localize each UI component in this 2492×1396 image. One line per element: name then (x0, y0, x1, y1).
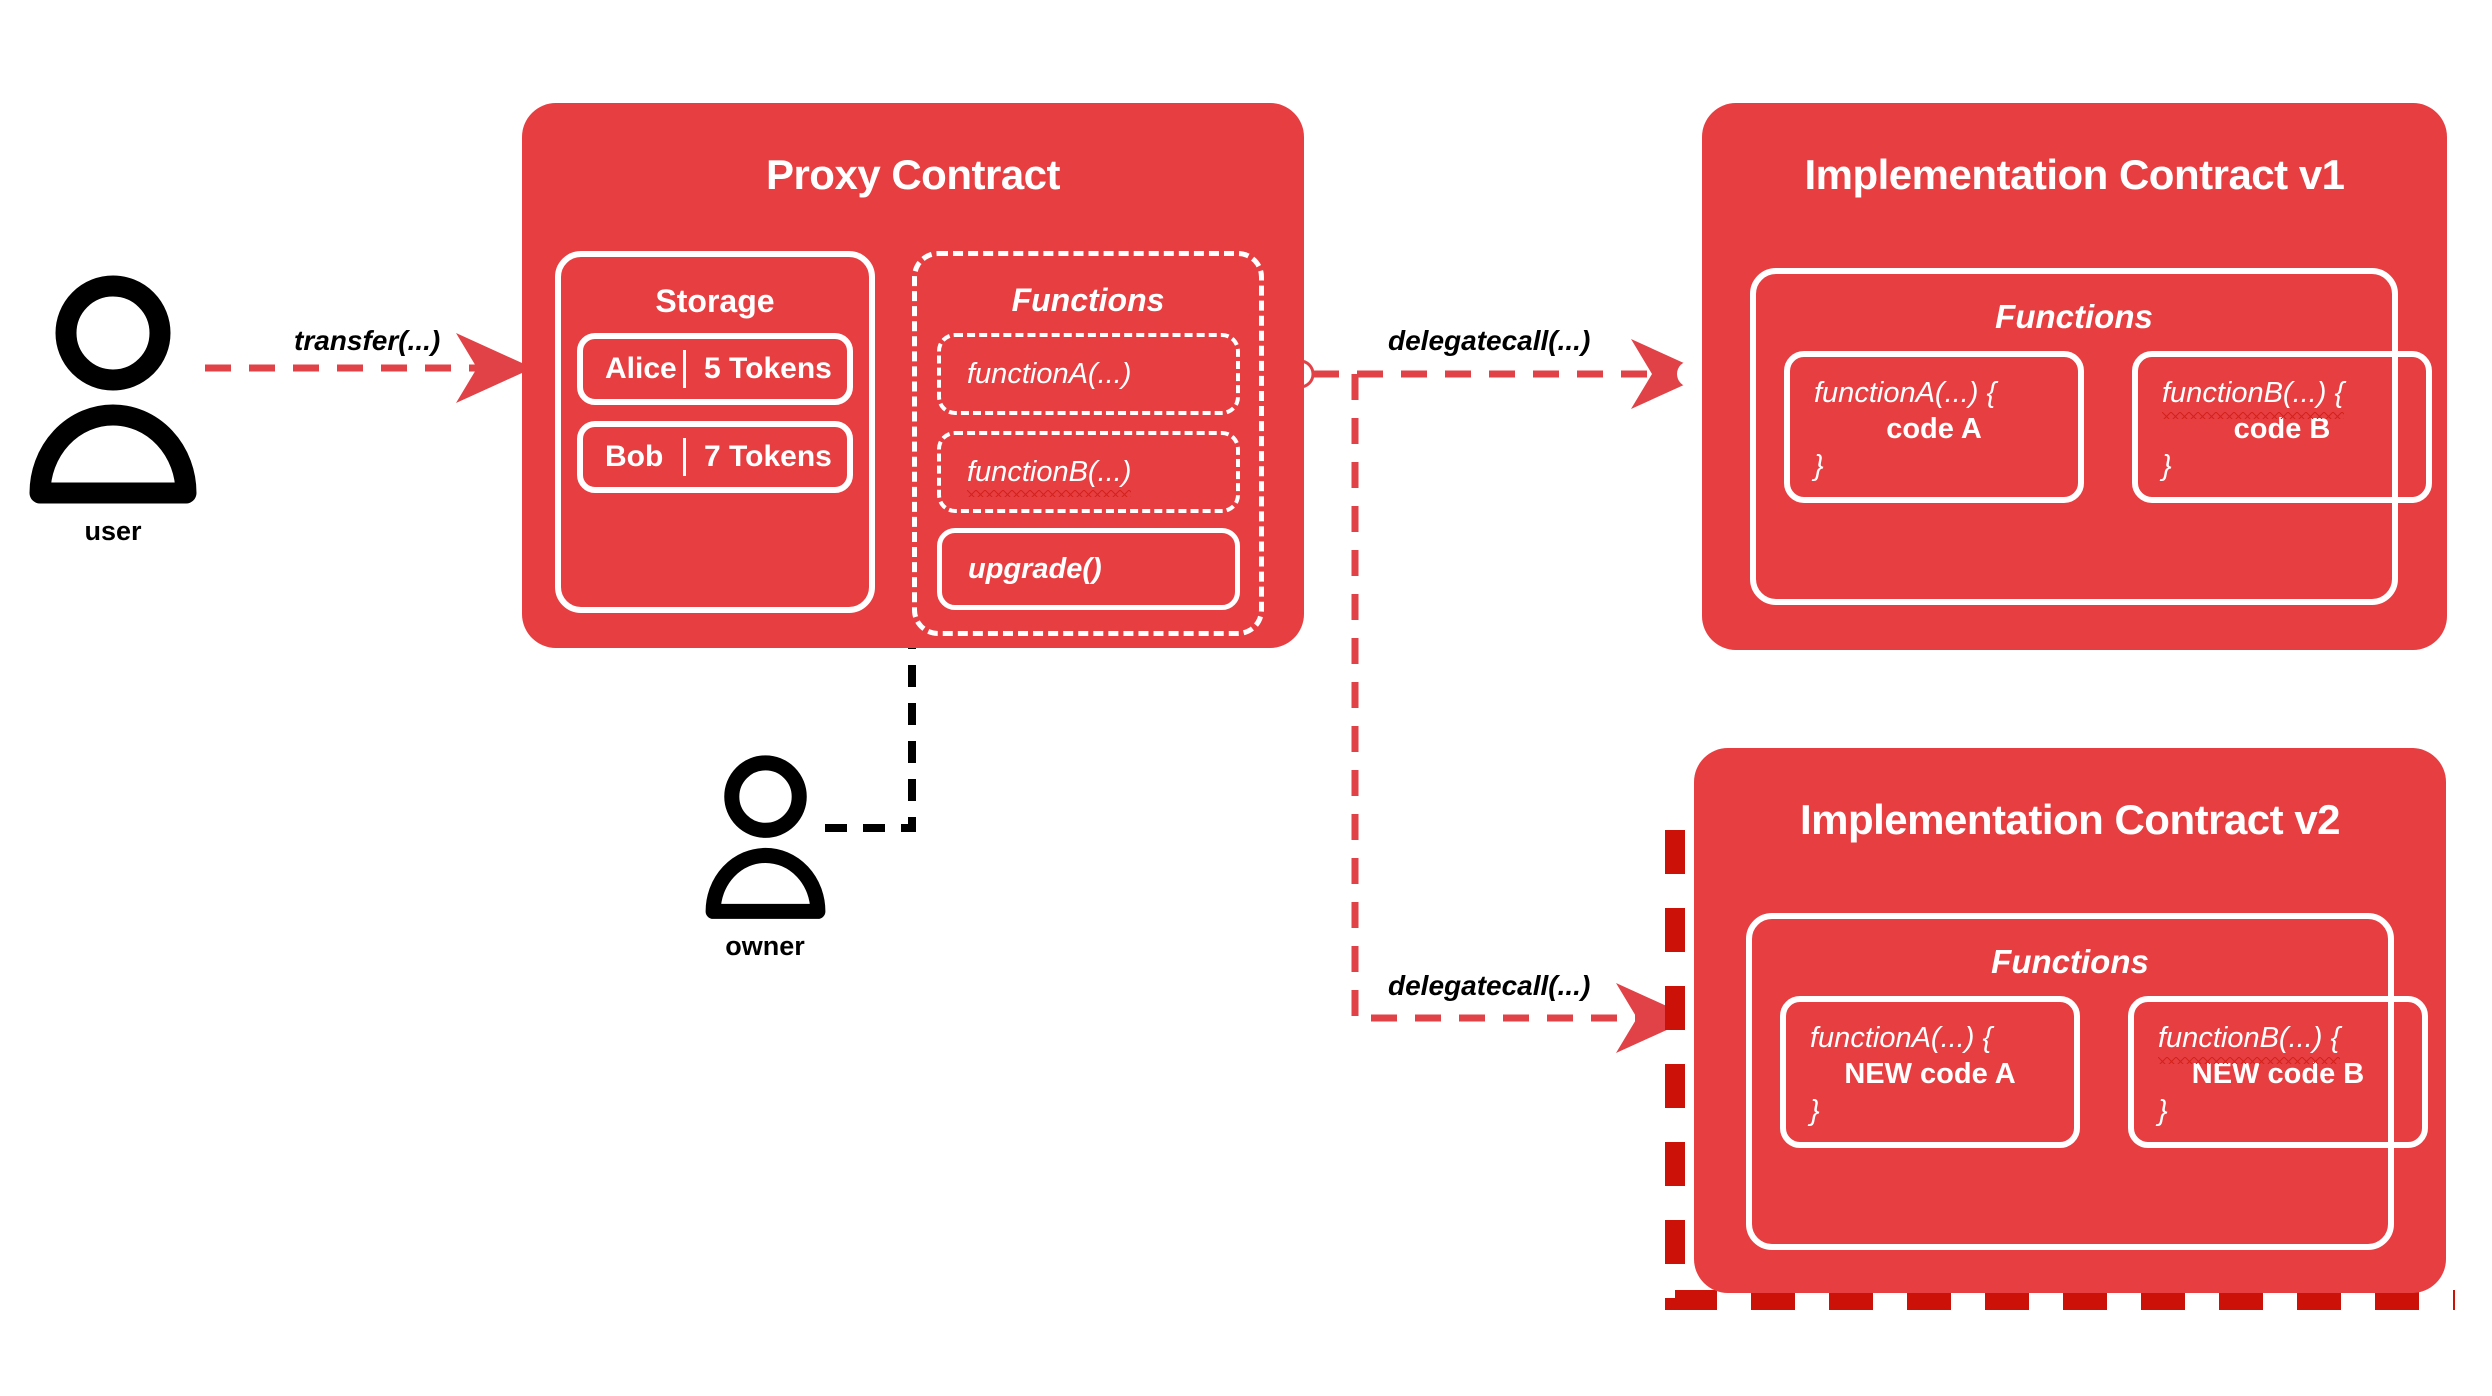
storage-row-value: 7 Tokens (704, 440, 832, 473)
v1-function-b-close: } (2162, 449, 2172, 482)
upgrade-function-label: upgrade() (968, 552, 1102, 585)
implementation-v1[interactable]: Implementation Contract v1 Functions fun… (1702, 103, 2447, 650)
person-icon (705, 755, 825, 919)
storage-row-name: Bob (605, 440, 664, 473)
storage-row-separator (683, 438, 686, 476)
v1-function-b-signature: functionB(...) { (2162, 375, 2426, 420)
proxy-functions-title: Functions (1011, 282, 1165, 318)
person-icon (29, 275, 197, 504)
actor-user-label: user (84, 516, 142, 546)
implementation-v1-title: Implementation Contract v1 (1804, 151, 2345, 198)
v2-functions-panel: Functions (1746, 913, 2394, 1250)
implementation-v2[interactable]: Implementation Contract v2 Functions fun… (1694, 748, 2446, 1293)
v1-function-a-body: code A (1886, 413, 1982, 446)
edge-label-delegatecall-v1: delegatecall(...) (1388, 325, 1591, 356)
storage-row-value: 5 Tokens (704, 352, 832, 385)
proxy-function-a[interactable]: functionA(...) (937, 333, 1240, 415)
v2-function-b[interactable]: functionB(...) { NEW code B } (2128, 996, 2428, 1148)
v2-function-a[interactable]: functionA(...) { NEW code A } (1780, 996, 2080, 1148)
upgrade-function[interactable]: upgrade() (937, 528, 1240, 610)
proxy-function-a-label: functionA(...) (967, 357, 1132, 390)
v2-function-b-close: } (2158, 1094, 2168, 1127)
v2-function-a-body: NEW code A (1844, 1058, 2016, 1091)
proxy-functions-panel: Functions (912, 251, 1264, 636)
edge-label-transfer: transfer(...) (294, 325, 441, 356)
proxy-function-b[interactable]: functionB(...) (937, 431, 1240, 513)
proxy-contract-title: Proxy Contract (765, 151, 1061, 198)
v2-functions-title: Functions (1991, 943, 2149, 980)
actor-user: user (18, 275, 208, 547)
storage-row-alice[interactable]: Alice 5 Tokens (577, 333, 853, 405)
v1-function-b[interactable]: functionB(...) { code B } (2132, 351, 2432, 503)
v1-entry-port (1677, 361, 1703, 387)
edge-label-delegatecall-v2: delegatecall(...) (1388, 970, 1591, 1001)
v2-function-a-signature: functionA(...) { (1810, 1022, 1993, 1054)
v1-functions-title: Functions (1995, 298, 2153, 335)
v2-function-a-close: } (1810, 1094, 1820, 1127)
v1-functions-panel: Functions (1750, 268, 2398, 605)
proxy-storage-panel: Storage (555, 251, 875, 613)
proxy-storage-title: Storage (655, 283, 775, 319)
storage-row-bob[interactable]: Bob 7 Tokens (577, 421, 853, 493)
v1-function-a[interactable]: functionA(...) { code A } (1784, 351, 2084, 503)
implementation-v2-title: Implementation Contract v2 (1799, 796, 2341, 843)
v1-function-a-close: } (1814, 449, 1824, 482)
v1-function-a-signature: functionA(...) { (1814, 377, 1997, 409)
proxy-function-b-label: functionB(...) (967, 455, 1132, 497)
proxy-contract[interactable]: Proxy Contract Storage Alice 5 Tokens Bo… (522, 103, 1304, 648)
storage-row-name: Alice (605, 352, 677, 385)
storage-row-separator (683, 350, 686, 388)
edge-delegatecall-v2 (1351, 374, 1693, 1053)
v2-function-b-signature: functionB(...) { (2158, 1020, 2422, 1065)
actor-owner-label: owner (725, 931, 805, 961)
actor-owner: owner (700, 755, 830, 962)
